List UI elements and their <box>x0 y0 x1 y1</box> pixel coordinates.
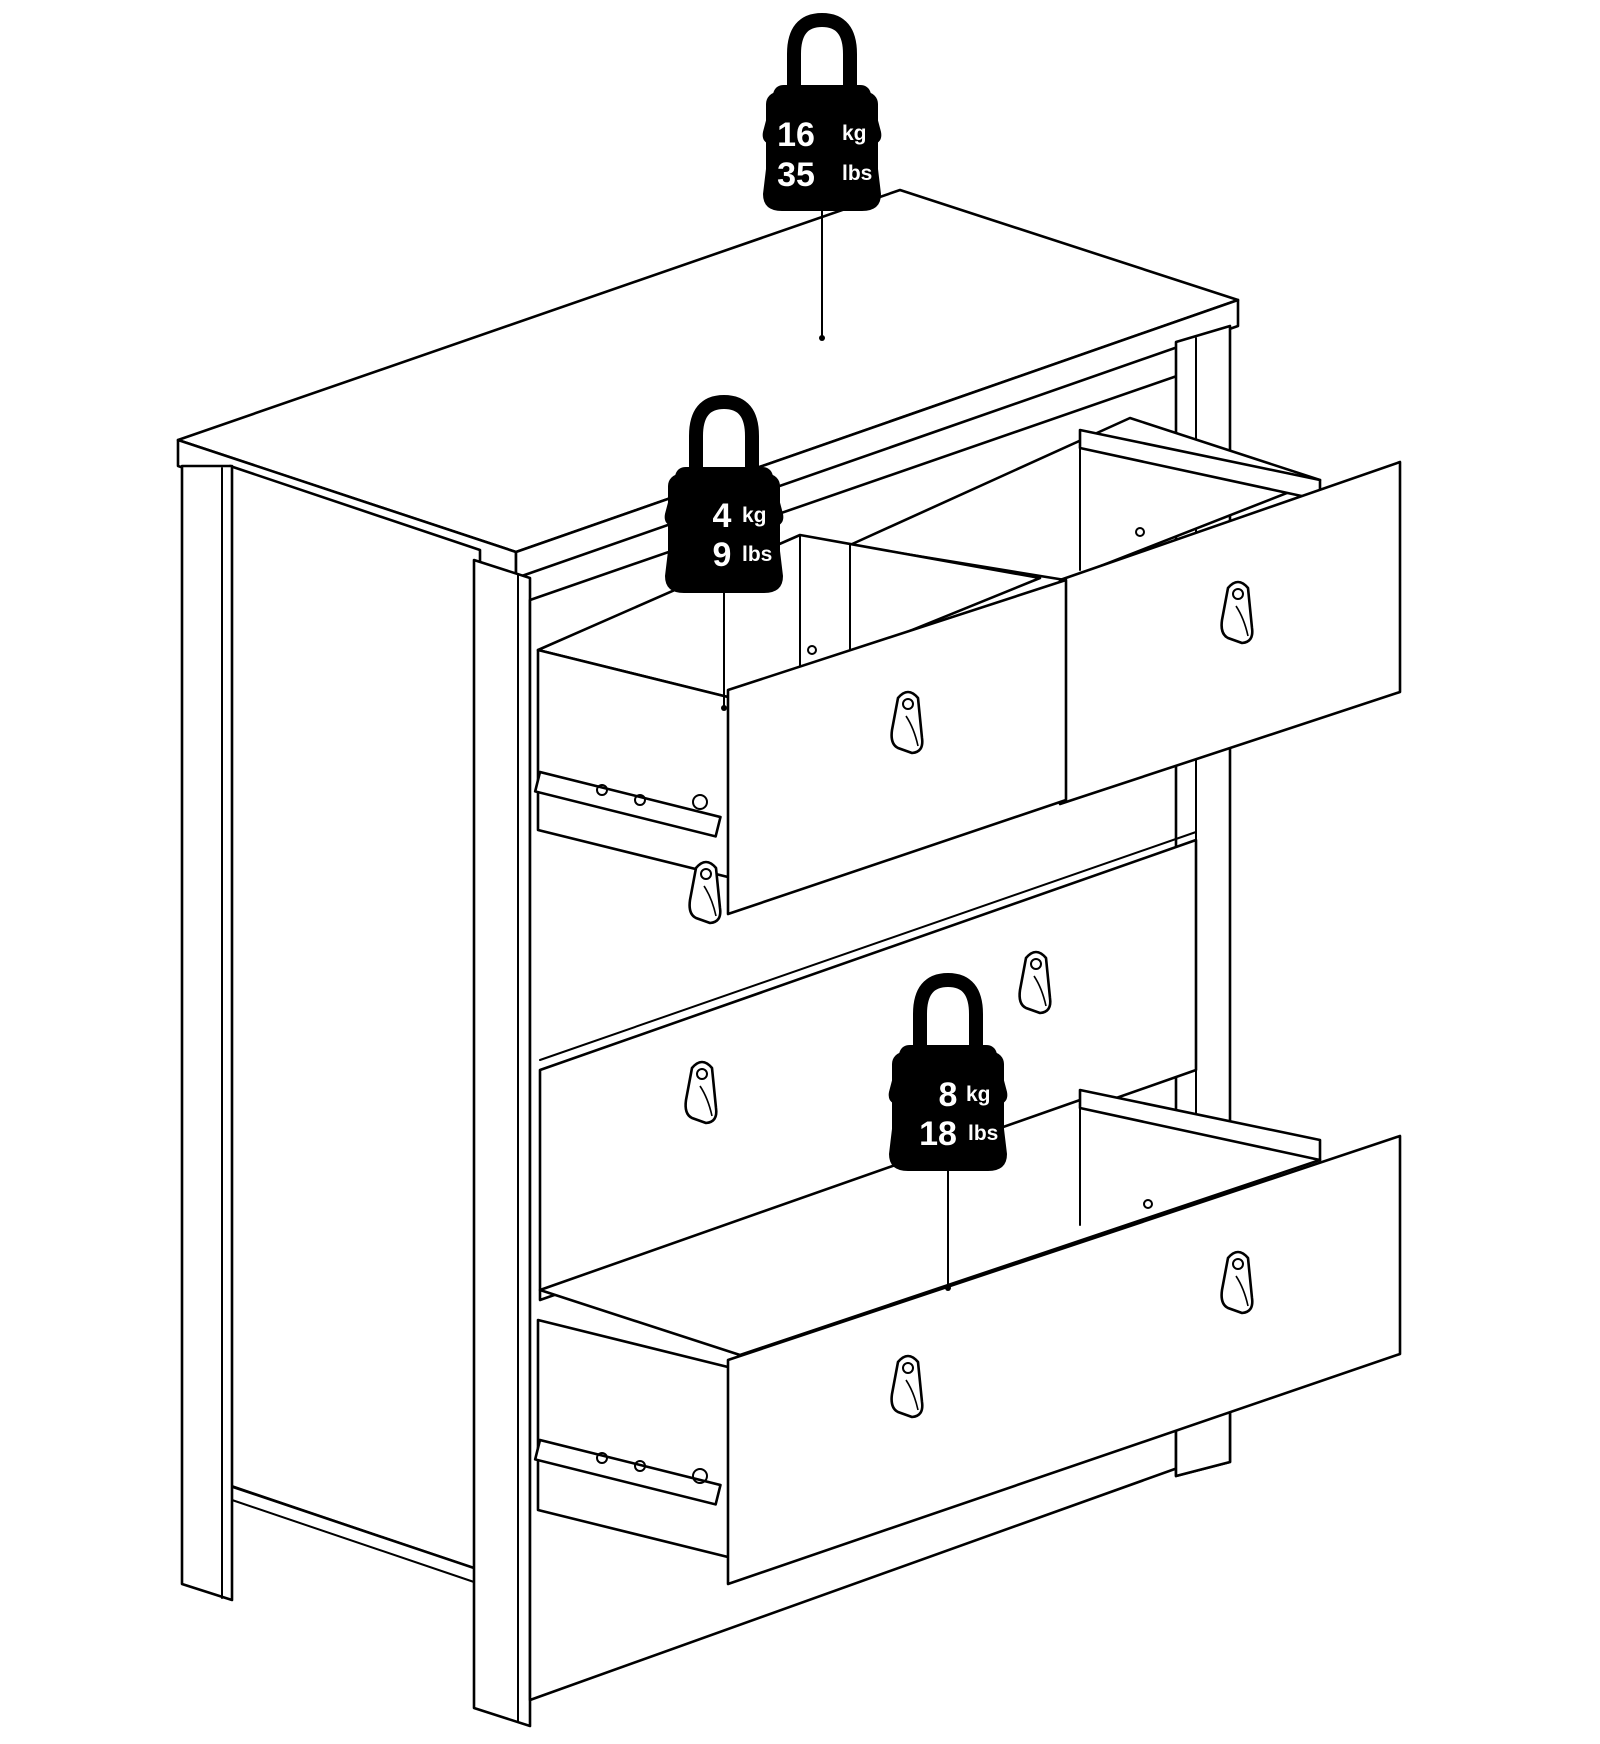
weight-lower-lbs-value: 18 <box>919 1115 957 1153</box>
weight-lower-kg-unit: kg <box>966 1083 991 1106</box>
weight-callout-lower-drawer: 8 kg 18 lbs <box>890 980 1007 1291</box>
weight-upper-kg-value: 4 <box>713 497 732 535</box>
weight-upper-kg-unit: kg <box>742 504 767 527</box>
upper-left-drawer[interactable] <box>533 533 1068 925</box>
upper-right-drawer[interactable] <box>848 416 1402 806</box>
weight-top-lbs-unit: lbs <box>842 162 872 185</box>
weight-lower-lbs-unit: lbs <box>968 1122 998 1145</box>
weight-top-lbs-value: 35 <box>777 156 815 194</box>
weight-callout-upper-drawer: 4 kg 9 lbs <box>666 402 783 711</box>
bottom-drawer-handle-left[interactable] <box>890 1354 924 1419</box>
weight-top-kg-unit: kg <box>842 122 867 145</box>
dresser-side <box>180 464 532 1728</box>
middle-drawer-handle-right[interactable] <box>1018 950 1052 1015</box>
weight-top-kg-value: 16 <box>777 116 815 154</box>
middle-drawer-handle-left[interactable] <box>684 1060 718 1125</box>
weight-upper-lbs-value: 9 <box>713 536 732 574</box>
weight-lower-kg-value: 8 <box>939 1076 958 1114</box>
weight-upper-lbs-unit: lbs <box>742 543 772 566</box>
upper-left-drawer-handle[interactable] <box>890 690 924 755</box>
upper-left-drawer-handle-lower[interactable] <box>688 860 722 925</box>
weight-callout-top: 16 kg 35 lbs <box>764 20 881 341</box>
bottom-drawer-handle-right[interactable] <box>1220 1250 1254 1315</box>
middle-drawer[interactable] <box>538 831 1198 1302</box>
upper-right-drawer-handle[interactable] <box>1220 580 1254 645</box>
bottom-drawer[interactable] <box>533 1088 1402 1586</box>
